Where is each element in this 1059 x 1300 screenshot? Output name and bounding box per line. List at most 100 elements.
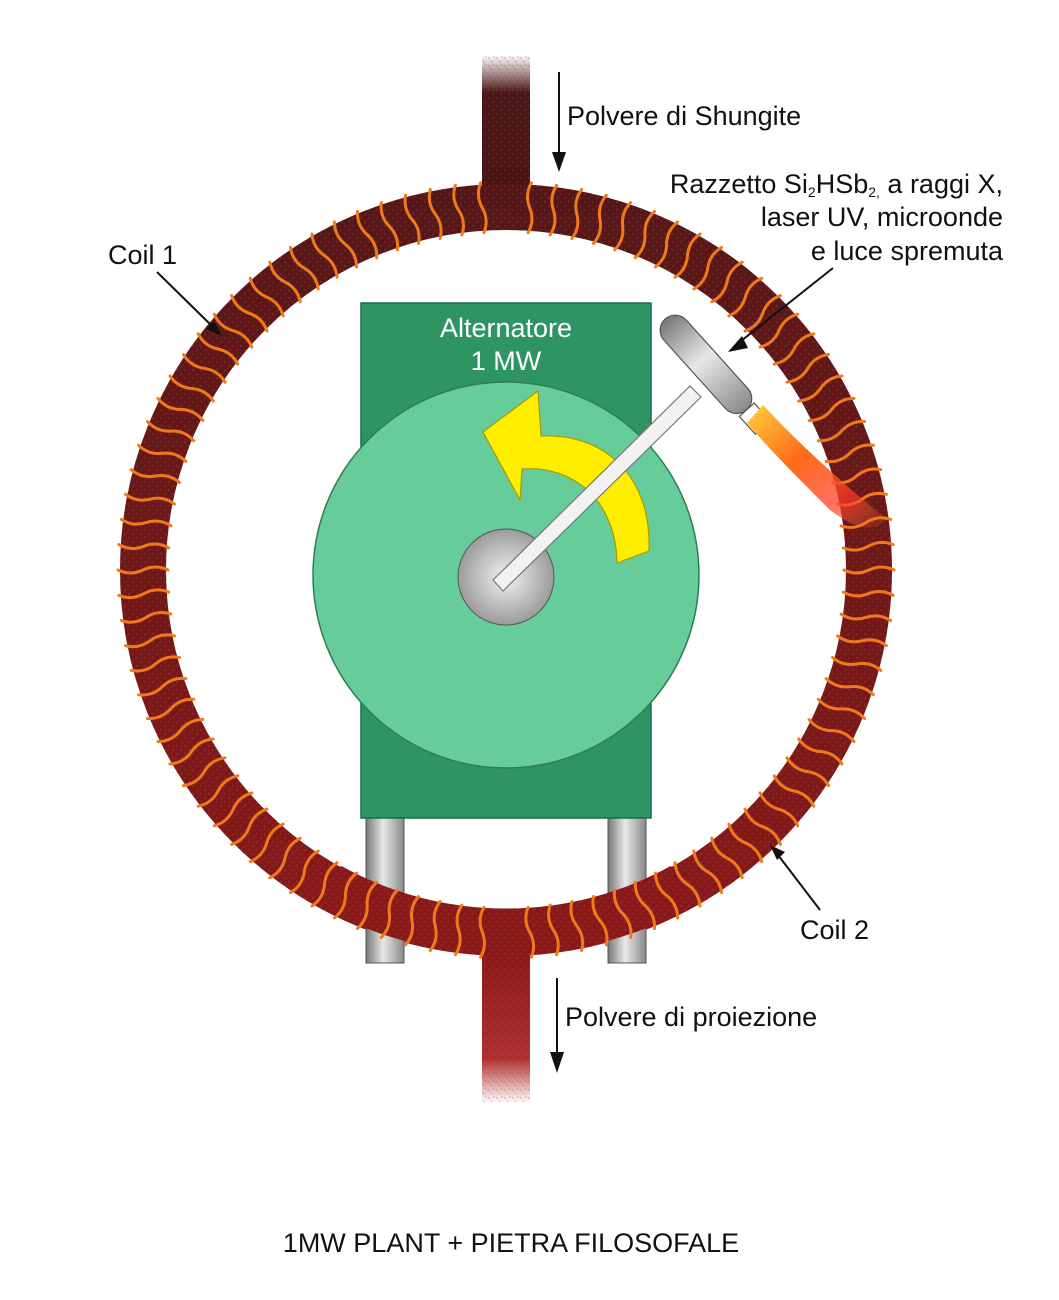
input-flow-arrow	[552, 72, 566, 172]
coil-winding	[692, 245, 724, 291]
coil-winding	[230, 294, 269, 333]
coil-winding	[758, 312, 800, 349]
coil-winding	[727, 822, 764, 864]
diagram-caption: 1MW PLANT + PIETRA FILOSOFALE	[283, 1228, 739, 1258]
input-label: Polvere di Shungite	[567, 101, 801, 131]
coil-winding	[310, 861, 339, 908]
coil1-label: Coil 1	[108, 240, 177, 270]
coil-winding	[841, 540, 895, 552]
coil-winding	[807, 718, 856, 744]
output-pipe	[482, 955, 530, 1103]
coil-winding	[268, 260, 302, 304]
coil-winding	[758, 791, 800, 828]
coil-winding	[785, 756, 831, 788]
alternator-label-line1: Alternatore	[440, 313, 572, 343]
coil-winding	[129, 655, 181, 673]
coil-winding	[181, 352, 227, 384]
coil-winding	[836, 634, 888, 648]
coil-winding	[230, 807, 269, 846]
coil-winding	[842, 565, 896, 575]
coil-winding	[692, 849, 724, 895]
coil-winding	[526, 181, 534, 235]
coil-winding	[816, 697, 866, 720]
coil-winding	[569, 900, 585, 952]
rocket-label-line2: laser UV, microonde	[761, 202, 1003, 232]
coil-winding	[146, 697, 196, 721]
coil-winding	[772, 774, 816, 808]
coil-winding	[310, 232, 339, 279]
coil-winding	[117, 542, 171, 550]
coil-winding	[404, 895, 420, 947]
coil-winding	[156, 718, 205, 744]
coil-winding	[212, 791, 254, 828]
coil-winding	[403, 193, 421, 245]
coil-winding	[453, 903, 464, 957]
coil-winding	[116, 565, 170, 575]
rocket-pointer	[728, 267, 834, 352]
coil-winding	[146, 420, 196, 443]
coil-winding	[119, 611, 173, 624]
coil-winding	[478, 905, 486, 959]
coil-winding	[839, 612, 893, 623]
coil-winding	[570, 188, 584, 240]
coil-winding	[168, 374, 215, 403]
coil-winding	[743, 807, 782, 846]
coil-winding	[831, 656, 883, 672]
coil-winding	[654, 871, 680, 920]
coil-winding	[841, 590, 895, 598]
coil-winding	[797, 374, 844, 403]
coil-winding	[710, 836, 744, 880]
coil-winding	[196, 332, 240, 366]
coil-winding	[548, 183, 559, 237]
rocket-label-line1: Razzetto Si2HSb2, a raggi X,	[670, 169, 1003, 200]
coil-winding	[654, 220, 680, 269]
coil-winding	[156, 396, 205, 422]
coil-winding	[181, 756, 227, 788]
coil-winding	[710, 260, 744, 304]
coil-winding	[592, 193, 608, 245]
coil2-label: Coil 2	[800, 915, 869, 945]
coil-winding	[379, 201, 400, 252]
coil-winding	[137, 676, 188, 697]
rocket-label-line3: e luce spremuta	[811, 236, 1004, 266]
output-flow-arrow	[550, 978, 564, 1073]
coil-winding	[212, 312, 254, 349]
coil-winding	[124, 492, 176, 506]
coil-winding	[547, 903, 560, 957]
coil-winding	[124, 633, 176, 649]
coil-winding	[824, 677, 875, 697]
coil-windings	[116, 181, 896, 908]
coil-winding	[727, 276, 764, 318]
coil-winding	[168, 737, 215, 766]
coil2-pointer	[770, 845, 821, 911]
output-label: Polvere di proiezione	[565, 1002, 817, 1032]
coil-winding	[633, 210, 656, 260]
coil-winding	[673, 232, 702, 279]
coil-winding	[248, 822, 285, 864]
coil-winding	[355, 210, 379, 260]
coil-winding	[743, 294, 782, 333]
coil-winding	[268, 836, 302, 880]
coil-winding	[816, 419, 866, 443]
coil-winding	[288, 849, 320, 895]
coil-winding	[288, 245, 320, 291]
coil-winding	[117, 588, 171, 600]
coil-winding	[428, 900, 442, 952]
coil-winding	[612, 888, 633, 939]
coil-winding	[332, 220, 358, 269]
coil-winding	[119, 517, 173, 528]
rocket-flame	[747, 405, 888, 528]
alternator-label-line2: 1 MW	[471, 346, 542, 376]
coil-winding	[452, 183, 465, 237]
coil-ring-front	[318, 865, 694, 955]
coil-winding	[824, 443, 875, 464]
coil-winding	[476, 181, 488, 235]
coil1-pointer	[156, 271, 222, 336]
coil-winding	[673, 861, 702, 908]
coil-winding	[807, 396, 856, 422]
coil-winding	[613, 201, 633, 252]
coil-winding	[633, 880, 657, 930]
coil-winding	[332, 871, 358, 920]
coil-winding	[137, 443, 188, 463]
